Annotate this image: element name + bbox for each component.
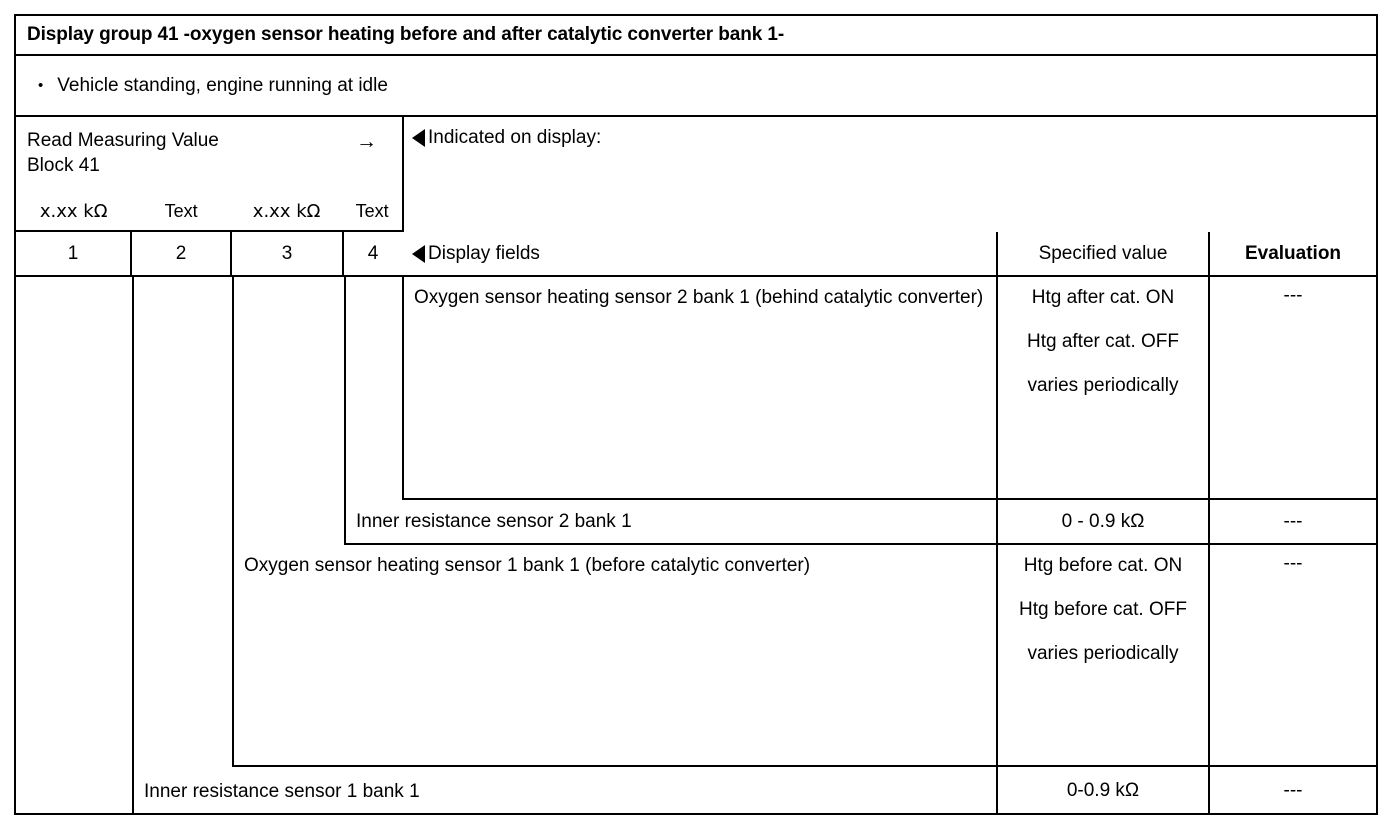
spacer [998,355,1208,373]
measuring-unit-labels: x.xx kΩ Text x.xx kΩ Text [16,190,402,232]
indicated-on-display-label: Indicated on display: [412,127,601,149]
row-description: Inner resistance sensor 1 bank 1 [132,767,998,815]
row-specified-value: 0-0.9 kΩ [998,767,1210,815]
indicated-on-display-header: Indicated on display: [404,117,1376,232]
specified-value-line: Htg after cat. ON [1031,287,1175,308]
field-number-3: 3 [232,232,344,275]
right-arrow-icon: → [356,130,377,153]
indicated-on-display-text: Indicated on display: [428,127,602,148]
row-description: Oxygen sensor heating sensor 2 bank 1 (b… [402,277,998,498]
row-evaluation: --- [1283,510,1303,532]
read-measuring-value-header: Read Measuring Value Block 41 → x.xx kΩ … [16,117,404,232]
left-triangle-icon [412,129,425,147]
table-row: Oxygen sensor heating sensor 1 bank 1 (b… [232,545,1376,767]
table-row: Inner resistance sensor 2 bank 1 0 - 0.9… [344,500,1376,545]
read-block-line2: Block 41 [27,155,100,176]
left-triangle-icon [412,244,425,263]
column-header-specified-value: Specified value [998,232,1210,275]
unit-label-3: x.xx kΩ [252,200,321,222]
unit-label-4: Text [355,200,389,221]
row-specified-value: 0 - 0.9 kΩ [998,500,1210,543]
column-divider-3 [344,277,346,545]
field-number-1: 1 [16,232,132,275]
specified-value-line: varies periodically [1027,643,1179,664]
specified-value-line: Htg before cat. ON [1023,555,1183,576]
column-divider-1 [132,277,134,815]
display-field-number-row: 1 2 3 4 [16,232,404,277]
row-description: Oxygen sensor heating sensor 1 bank 1 (b… [232,545,998,765]
row-specified-value: Htg after cat. ON Htg after cat. OFF var… [998,277,1210,498]
specified-value-line: Htg before cat. OFF [1019,599,1187,620]
read-block-line1: Read Measuring Value [27,130,219,151]
column-header-evaluation: Evaluation [1244,242,1342,264]
spacer [998,311,1208,329]
column-header-row: Display fields Specified value Evaluatio… [404,232,1376,277]
row-evaluation: --- [1283,553,1303,574]
field-number-2: 2 [132,232,232,275]
page-title: Display group 41 -oxygen sensor heating … [27,24,785,45]
field-number-4: 4 [367,242,379,264]
table-title-row: Display group 41 -oxygen sensor heating … [16,16,1376,56]
column-divider-4 [402,277,404,500]
specified-value-line: Htg after cat. OFF [1026,331,1180,352]
table-row: Inner resistance sensor 1 bank 1 0-0.9 k… [132,767,1376,815]
bullet-icon: • [38,77,44,94]
test-condition-text: Vehicle standing, engine running at idle [57,74,388,96]
test-condition-row: • Vehicle standing, engine running at id… [16,56,1376,117]
spacer [998,579,1208,597]
unit-label-2: Text [164,200,198,221]
spacer [998,623,1208,641]
read-block-label: Read Measuring Value Block 41 [27,128,327,178]
row-evaluation: --- [1283,780,1303,801]
unit-label-1: x.xx kΩ [39,200,108,222]
column-divider-2 [232,277,234,767]
display-fields-text: Display fields [428,242,540,264]
row-specified-value: Htg before cat. ON Htg before cat. OFF v… [998,545,1210,765]
row-description: Inner resistance sensor 2 bank 1 [344,500,998,543]
diagnostic-table: Display group 41 -oxygen sensor heating … [14,14,1378,815]
specified-value-line: varies periodically [1027,375,1179,396]
column-header-display-fields: Display fields [404,232,998,275]
table-row: Oxygen sensor heating sensor 2 bank 1 (b… [402,277,1376,500]
row-evaluation: --- [1283,285,1303,306]
